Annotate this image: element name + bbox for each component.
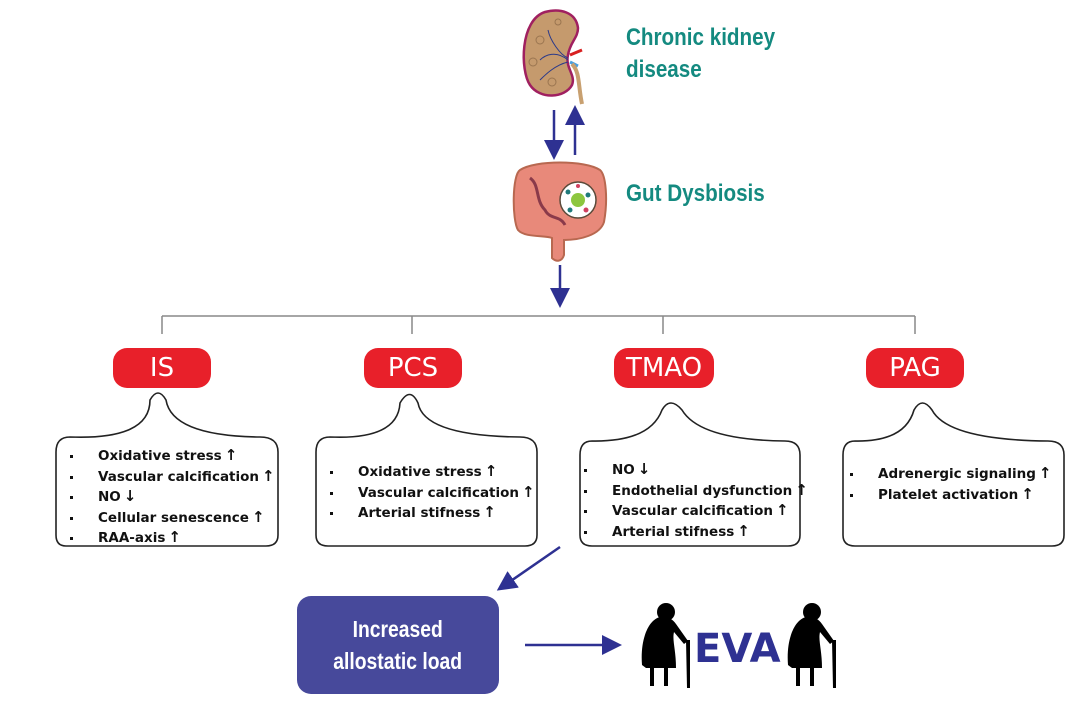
effect-item: Adrenergic signaling↑ (846, 464, 1052, 485)
ckd-label-line1: Chronic kidney (626, 24, 776, 51)
toxin-pcs-pill: PCS (364, 348, 462, 388)
ckd-label: Chronic kidney disease (626, 22, 775, 86)
effect-item: NO↓ (66, 487, 275, 508)
increase-arrow-icon: ↑ (484, 462, 498, 480)
is-effects-list: Oxidative stress↑ Vascular calcification… (66, 446, 275, 549)
callout-tmao (579, 402, 801, 547)
increase-arrow-icon: ↑ (251, 507, 265, 526)
effect-item: Oxidative stress↑ (326, 462, 535, 483)
increase-arrow-icon: ↑ (1038, 464, 1052, 482)
effect-item: Vascular calcification↑ (66, 467, 275, 488)
toxin-is-pill: IS (113, 348, 211, 388)
branch-connector (161, 315, 916, 334)
pcs-effects-list: Oxidative stress↑ Vascular calcification… (326, 462, 535, 524)
callout-is (55, 392, 279, 547)
callout-pag (842, 402, 1065, 547)
ckd-label-line2: disease (626, 56, 702, 83)
decrease-arrow-icon: ↓ (637, 460, 651, 478)
increase-arrow-icon: ↑ (776, 501, 789, 519)
effect-item: Arterial stifness↑ (580, 522, 808, 543)
increase-arrow-icon: ↑ (522, 482, 535, 501)
effect-item: Cellular senescence↑ (66, 508, 275, 529)
effect-item: RAA-axis↑ (66, 528, 275, 549)
toxin-pag-pill: PAG (866, 348, 964, 388)
allostatic-line1: Increased (352, 616, 444, 642)
increase-arrow-icon: ↑ (737, 521, 750, 540)
increase-arrow-icon: ↑ (483, 503, 496, 521)
arrow-to-allostatic-load (496, 545, 561, 591)
allostatic-load-box: Increased allostatic load (297, 596, 499, 694)
toxin-tmao-pill: TMAO (614, 348, 714, 388)
callout-pcs (315, 393, 538, 547)
allostatic-line2: allostatic load (333, 648, 463, 674)
effect-item: Endothelial dysfunction↑ (580, 481, 808, 502)
kidney-icon (522, 9, 584, 105)
elderly-person-icon (641, 603, 690, 688)
effect-item: Platelet activation↑ (846, 485, 1052, 506)
gut-icon (512, 161, 608, 262)
increase-arrow-icon: ↑ (1021, 484, 1034, 503)
gut-dysbiosis-label: Gut Dysbiosis (626, 180, 765, 207)
increase-arrow-icon: ↑ (168, 528, 181, 546)
effect-item: Vascular calcification↑ (326, 483, 535, 504)
decrease-arrow-icon: ↓ (123, 487, 137, 505)
increase-arrow-icon: ↑ (262, 466, 275, 485)
pag-effects-list: Adrenergic signaling↑ Platelet activatio… (846, 464, 1052, 505)
increase-arrow-icon: ↑ (224, 446, 238, 464)
tmao-effects-list: NO↓ Endothelial dysfunction↑ Vascular ca… (580, 460, 808, 542)
eva-label: EVA (694, 626, 781, 672)
effect-item: Vascular calcification↑ (580, 501, 808, 522)
increase-arrow-icon: ↑ (795, 480, 808, 499)
effect-item: NO↓ (580, 460, 808, 481)
effect-item: Arterial stifness↑ (326, 503, 535, 524)
effect-item: Oxidative stress↑ (66, 446, 275, 467)
elderly-person-icon (787, 603, 836, 688)
